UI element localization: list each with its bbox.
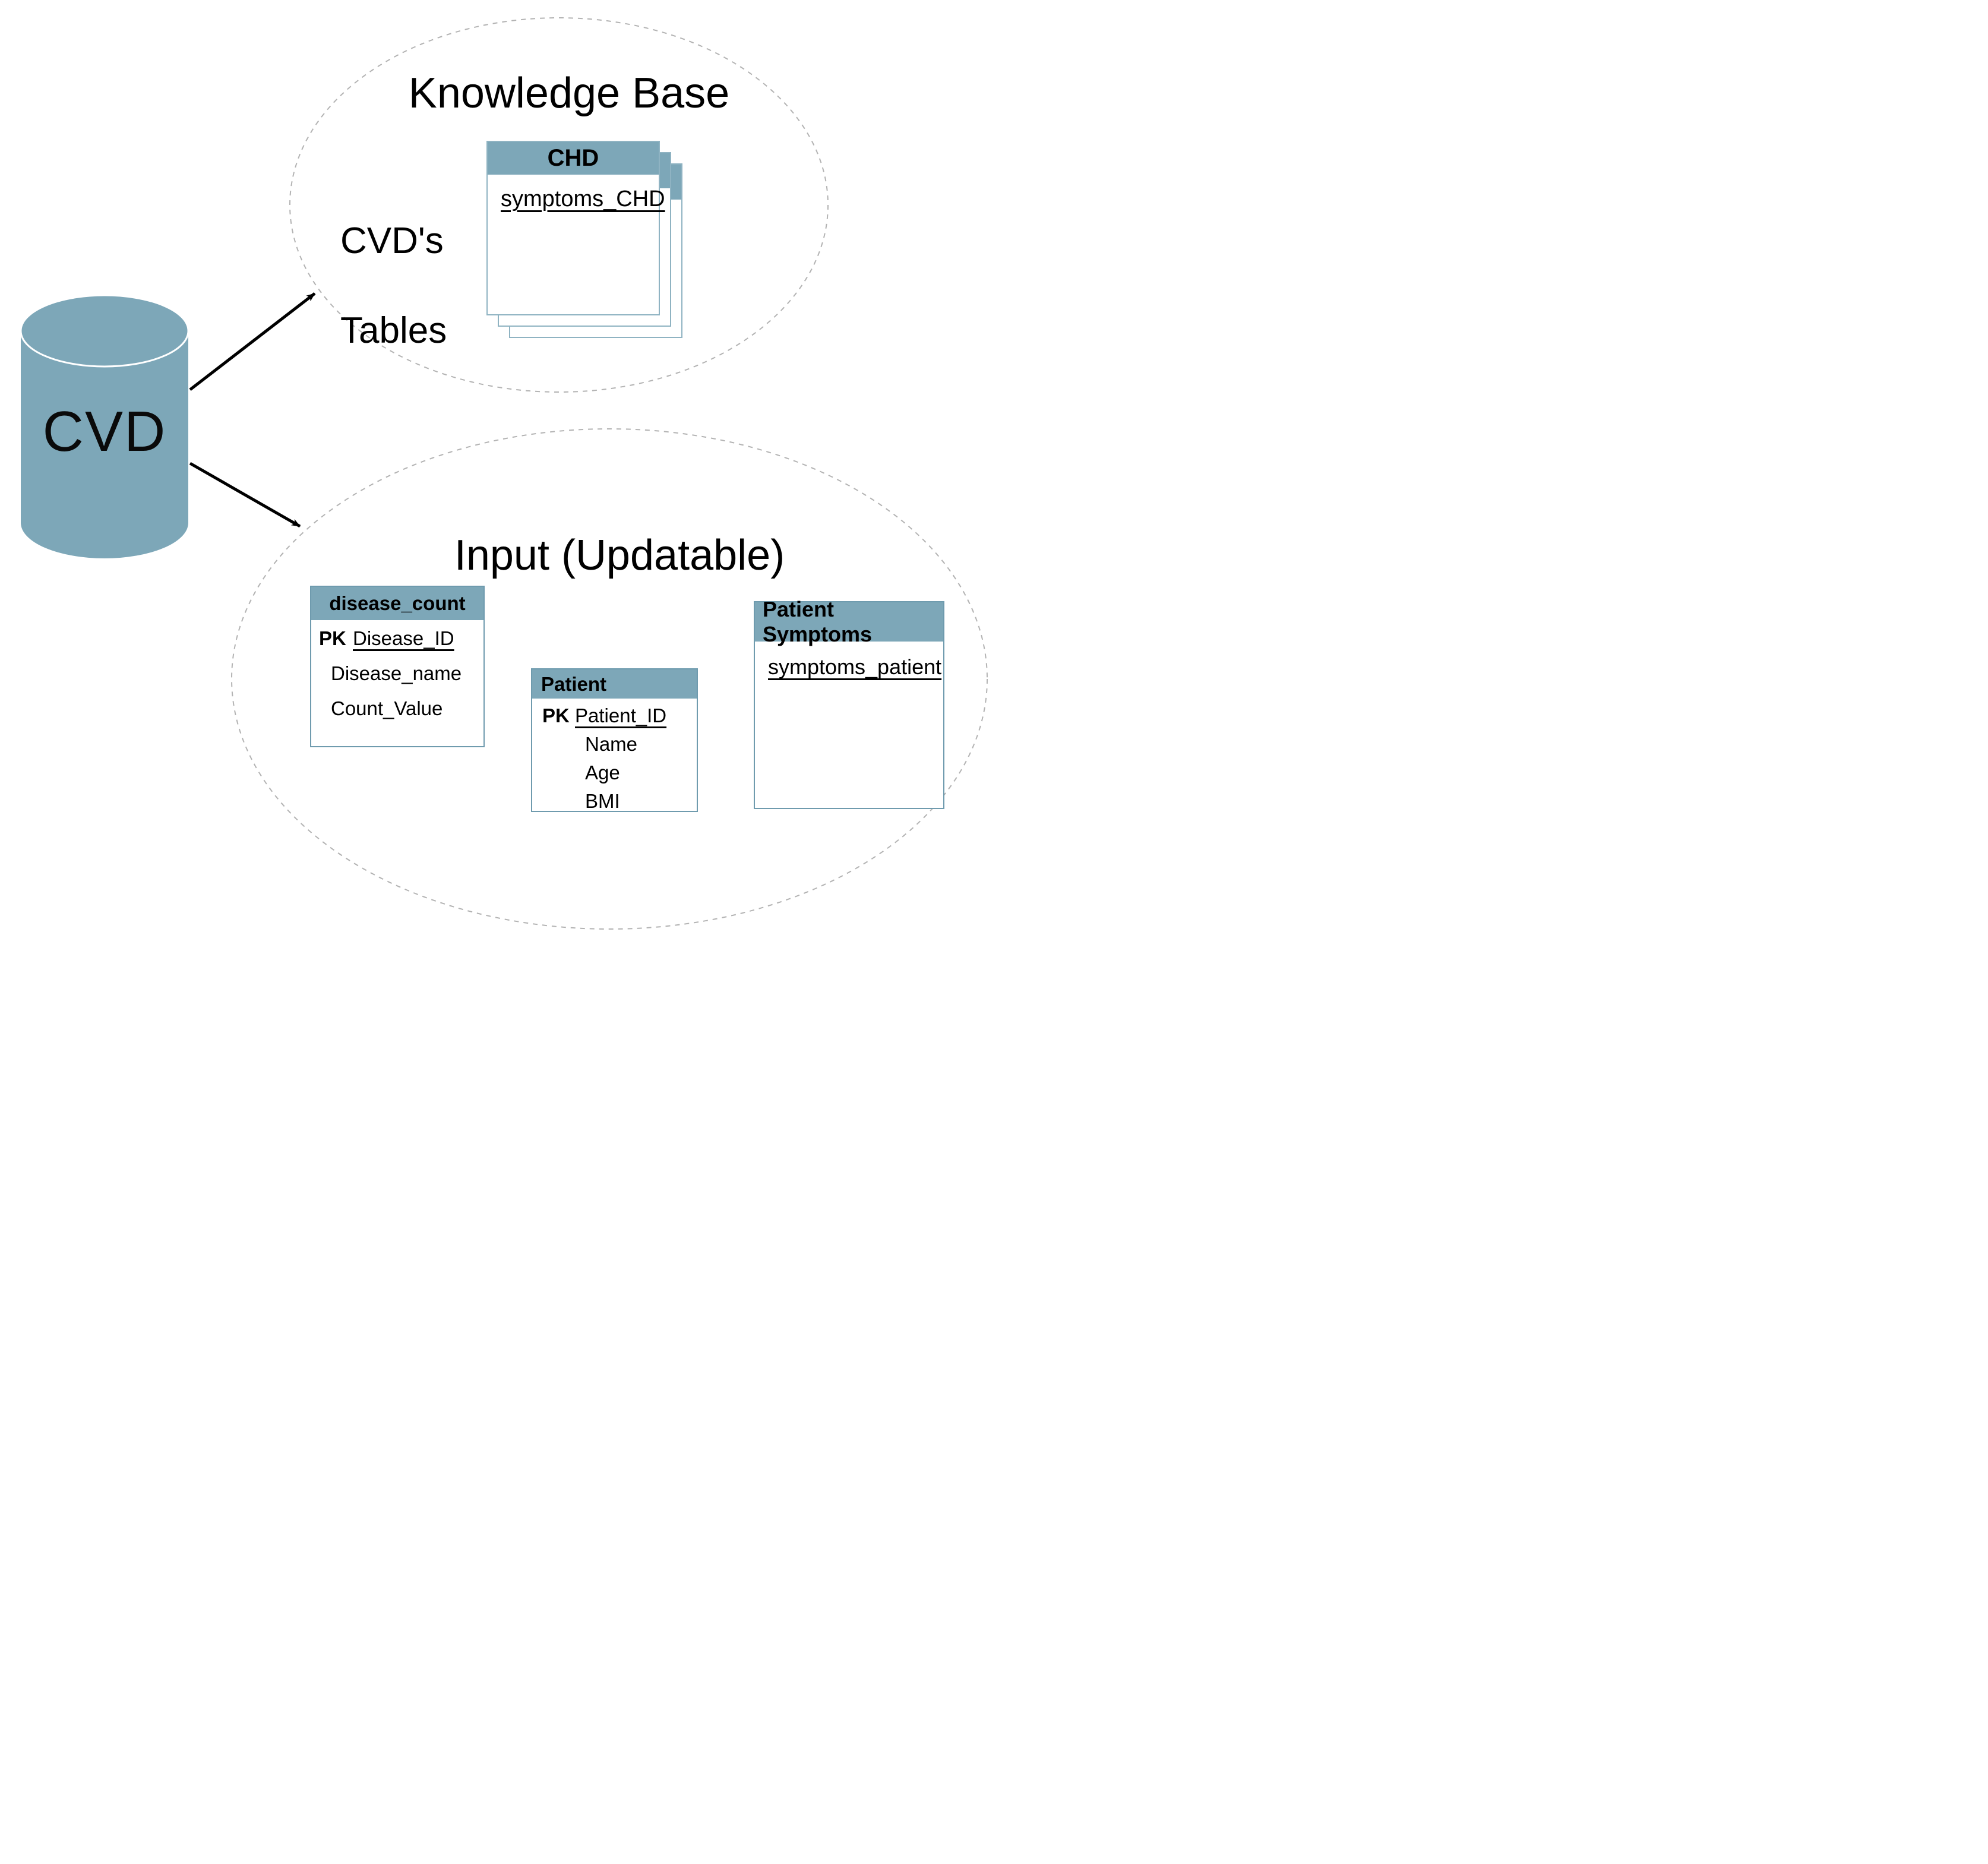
chd-table-header: CHD xyxy=(488,142,659,176)
knowledge-base-ellipse xyxy=(289,17,829,393)
cvd-database-cylinder xyxy=(20,294,189,558)
diagram-canvas: CVD Knowledge Base CVD's Tables CHD symp… xyxy=(0,0,994,932)
input-ellipse xyxy=(231,428,988,930)
patient-table: Patient PK Patient_ID Name Age BMI xyxy=(531,668,698,812)
patient-symptoms-body: symptoms_patient xyxy=(755,643,943,680)
patient-title: Patient xyxy=(541,672,607,695)
cvds-tables-label: CVD's Tables xyxy=(340,173,447,353)
knowledge-base-title: Knowledge Base xyxy=(408,69,730,117)
table-row: PK Disease_ID xyxy=(311,627,483,662)
disease-count-title: disease_count xyxy=(329,592,466,614)
field-disease-name: Disease_name xyxy=(331,662,462,684)
disease-count-body: PK Disease_ID Disease_name Count_Value xyxy=(311,621,483,732)
table-row: BMI xyxy=(532,790,697,819)
disease-count-header: disease_count xyxy=(311,587,483,621)
table-row: Disease_name xyxy=(311,662,483,697)
field-symptoms-patient: symptoms_patient xyxy=(768,655,942,679)
chd-field-symptoms-chd: symptoms_CHD xyxy=(501,187,665,211)
cvd-database-label: CVD xyxy=(42,400,167,463)
field-name: Name xyxy=(585,733,638,755)
chd-table-title: CHD xyxy=(547,145,599,171)
patient-symptoms-header: Patient Symptoms xyxy=(755,597,943,646)
patient-body: PK Patient_ID Name Age BMI xyxy=(532,700,697,819)
field-bmi: BMI xyxy=(585,790,620,812)
patient-symptoms-table: Patient Symptoms symptoms_patient xyxy=(754,597,944,809)
diagram-shapes xyxy=(20,17,988,930)
table-row: Name xyxy=(532,733,697,762)
table-row: Age xyxy=(532,762,697,790)
pk-label: PK xyxy=(319,627,346,649)
table-row: Count_Value xyxy=(311,697,483,732)
disease-count-table: disease_count PK Disease_ID Disease_name… xyxy=(310,586,485,747)
cvds-tables-line1: CVD's xyxy=(340,220,444,261)
chd-table-body: symptoms_CHD xyxy=(488,176,665,212)
field-patient-id: Patient_ID xyxy=(575,704,667,726)
field-age: Age xyxy=(585,762,620,783)
field-count-value: Count_Value xyxy=(331,697,443,719)
field-disease-id: Disease_ID xyxy=(353,627,454,649)
arrow-to-knowledge-base xyxy=(189,292,316,391)
chd-table: CHD symptoms_CHD xyxy=(486,141,665,315)
cvds-tables-line2: Tables xyxy=(340,309,447,351)
input-section-title: Input (Updatable) xyxy=(454,532,785,579)
arrow-to-input xyxy=(189,462,301,528)
table-row: PK Patient_ID xyxy=(532,704,697,733)
pk-label: PK xyxy=(542,704,570,726)
patient-header: Patient xyxy=(532,669,697,700)
patient-symptoms-title: Patient Symptoms xyxy=(763,597,873,646)
